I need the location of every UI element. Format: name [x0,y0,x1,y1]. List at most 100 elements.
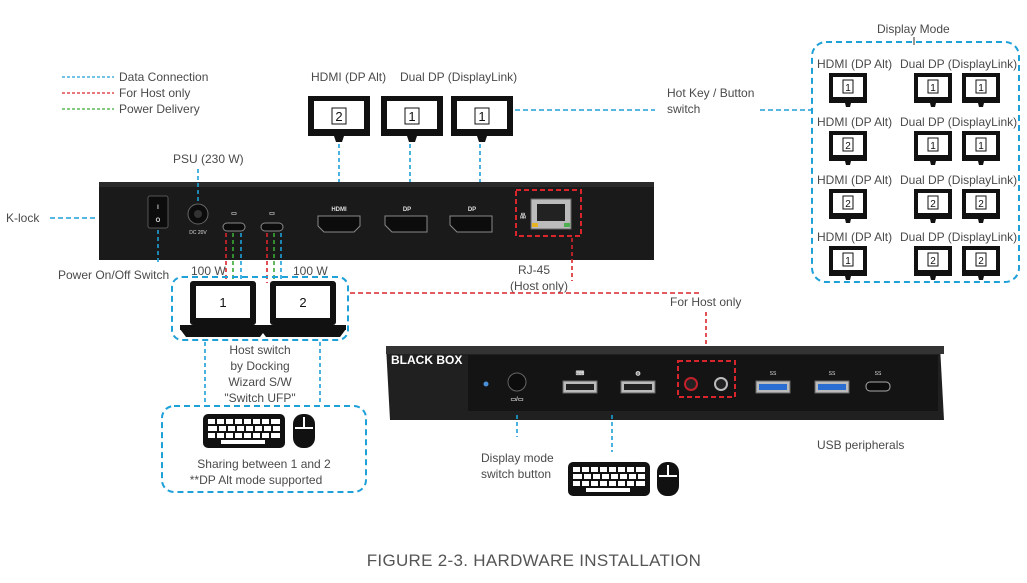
svg-text:▭: ▭ [269,211,275,217]
display-mode-monitor-number: 2 [845,199,851,210]
legend-power-delivery: Power Delivery [119,102,200,116]
display-mode-dp-label: Dual DP (DisplayLink) [900,230,1017,244]
monitor-icon: 2 [962,189,1000,223]
label-hotkey: Hot Key / Button [667,86,754,100]
monitor-icon: 1 [914,73,952,107]
label-display-mode-switch-2: switch button [481,467,551,481]
svg-text:2: 2 [299,295,306,310]
display-mode-row: HDMI (DP Alt) Dual DP (DisplayLink) 1 2 2 [817,230,1017,280]
svg-text:SS: SS [829,371,836,377]
brand-logo: BLACK BOX [391,353,462,367]
dp-port-2 [449,215,493,233]
monitor-icon: 1 [914,131,952,165]
dp-port-1 [384,215,428,233]
monitor-icon: 2 [914,189,952,223]
keyboard-icon [203,414,285,448]
display-mode-row: HDMI (DP Alt) Dual DP (DisplayLink) 1 1 1 [817,57,1017,107]
svg-text:1: 1 [408,109,415,124]
svg-text:DP: DP [468,207,476,213]
svg-text:SS: SS [875,371,882,377]
display-mode-dp-label: Dual DP (DisplayLink) [900,173,1017,187]
laptops-group [171,276,349,341]
monitor-icon: 2 [962,246,1000,280]
label-power-switch: Power On/Off Switch [58,268,169,282]
usb-c-port-1 [222,222,246,232]
monitor-icon: 2 [829,131,867,165]
display-mode-monitor-number: 2 [845,141,851,152]
label-psu: PSU (230 W) [173,152,244,166]
svg-text:品: 品 [520,212,526,220]
display-mode-monitor-number: 2 [930,199,936,210]
legend-host-only: For Host only [119,86,190,100]
display-mode-monitor-number: 1 [845,256,851,267]
sharing-group [161,405,367,493]
svg-text:Host switch: Host switch [229,343,290,357]
svg-text:1: 1 [478,109,485,124]
mouse-icon [292,413,316,449]
monitor-icon: 1 [829,246,867,280]
display-mode-title: Display Mode [877,22,950,36]
usb-c-cables [225,233,282,283]
display-mode-monitor-number: 1 [930,141,936,152]
usb-c-front-port [865,381,891,392]
svg-text:2: 2 [335,109,342,124]
display-mode-dp-label: Dual DP (DisplayLink) [900,57,1017,71]
label-k-lock: K-lock [6,211,40,225]
headphone-jack [714,377,728,391]
svg-text:⌨: ⌨ [576,370,585,377]
svg-text:DP: DP [403,207,411,213]
legend-data-connection: Data Connection [119,70,208,84]
display-mode-dp-label: Dual DP (DisplayLink) [900,115,1017,129]
svg-text:1: 1 [219,295,226,310]
display-mode-monitor-number: 2 [930,256,936,267]
display-mode-hdmi-label: HDMI (DP Alt) [817,115,892,129]
monitor-icon: 1 [829,73,867,107]
power-switch [147,195,169,229]
label-watt-2: 100 W [293,264,328,278]
laptop-icon: 1 [180,281,266,337]
display-mode-hdmi-label: HDMI (DP Alt) [817,230,892,244]
svg-text:▭/▭: ▭/▭ [510,397,523,403]
display-mode-monitor-number: 1 [978,141,984,152]
display-mode-monitor-number: 1 [845,83,851,94]
label-dual-dp: Dual DP (DisplayLink) [400,70,517,84]
svg-text:O: O [156,218,161,224]
label-rj45: RJ-45 [518,263,550,277]
svg-text:I: I [157,205,159,211]
monitor-icon: 1 [962,131,1000,165]
monitor-icon: 1 [381,96,443,142]
label-dp-alt-supported: **DP Alt mode supported [190,473,323,487]
label-display-mode-switch: Display mode [481,451,554,465]
keyboard-icon [568,462,650,496]
svg-text:Wizard S/W: Wizard S/W [228,375,292,389]
label-usb-peripherals: USB peripherals [817,438,904,452]
legend: Data Connection For Host only Power Deli… [62,70,208,116]
figure-caption: FIGURE 2-3. HARDWARE INSTALLATION [367,551,702,570]
label-rj45-host-only: (Host only) [510,279,568,293]
display-mode-panel [811,41,1020,283]
display-mode-button [507,372,527,392]
monitor-icon: 1 [451,96,513,142]
monitor-icon: 1 [962,73,1000,107]
svg-text:by Docking: by Docking [230,359,289,373]
monitor-icon: 2 [308,96,370,142]
svg-text:"Switch UFP": "Switch UFP" [224,391,295,405]
monitor-icon: 2 [914,246,952,280]
display-mode-hdmi-label: HDMI (DP Alt) [817,173,892,187]
device-back-panel: I O DC 20V ▭ ▭ HDMI DP DP 品 [99,182,654,260]
svg-text:◍: ◍ [635,371,641,377]
host-switch-label: Host switch by Docking Wizard S/W "Switc… [224,343,295,405]
display-mode-row: HDMI (DP Alt) Dual DP (DisplayLink) 2 1 1 [817,115,1017,165]
monitor-icon: 2 [829,189,867,223]
device-front-panel: BLACK BOX ▭/▭ ⌨ ◍ SS SS SS [386,346,944,420]
hdmi-port [317,215,361,233]
display-mode-monitor-number: 1 [978,83,984,94]
display-mode-hdmi-label: HDMI (DP Alt) [817,57,892,71]
display-mode-monitor-number: 2 [978,199,984,210]
mouse-icon [656,461,680,497]
label-watt-1: 100 W [191,264,226,278]
mic-jack [684,377,698,391]
svg-text:HDMI: HDMI [331,207,347,213]
